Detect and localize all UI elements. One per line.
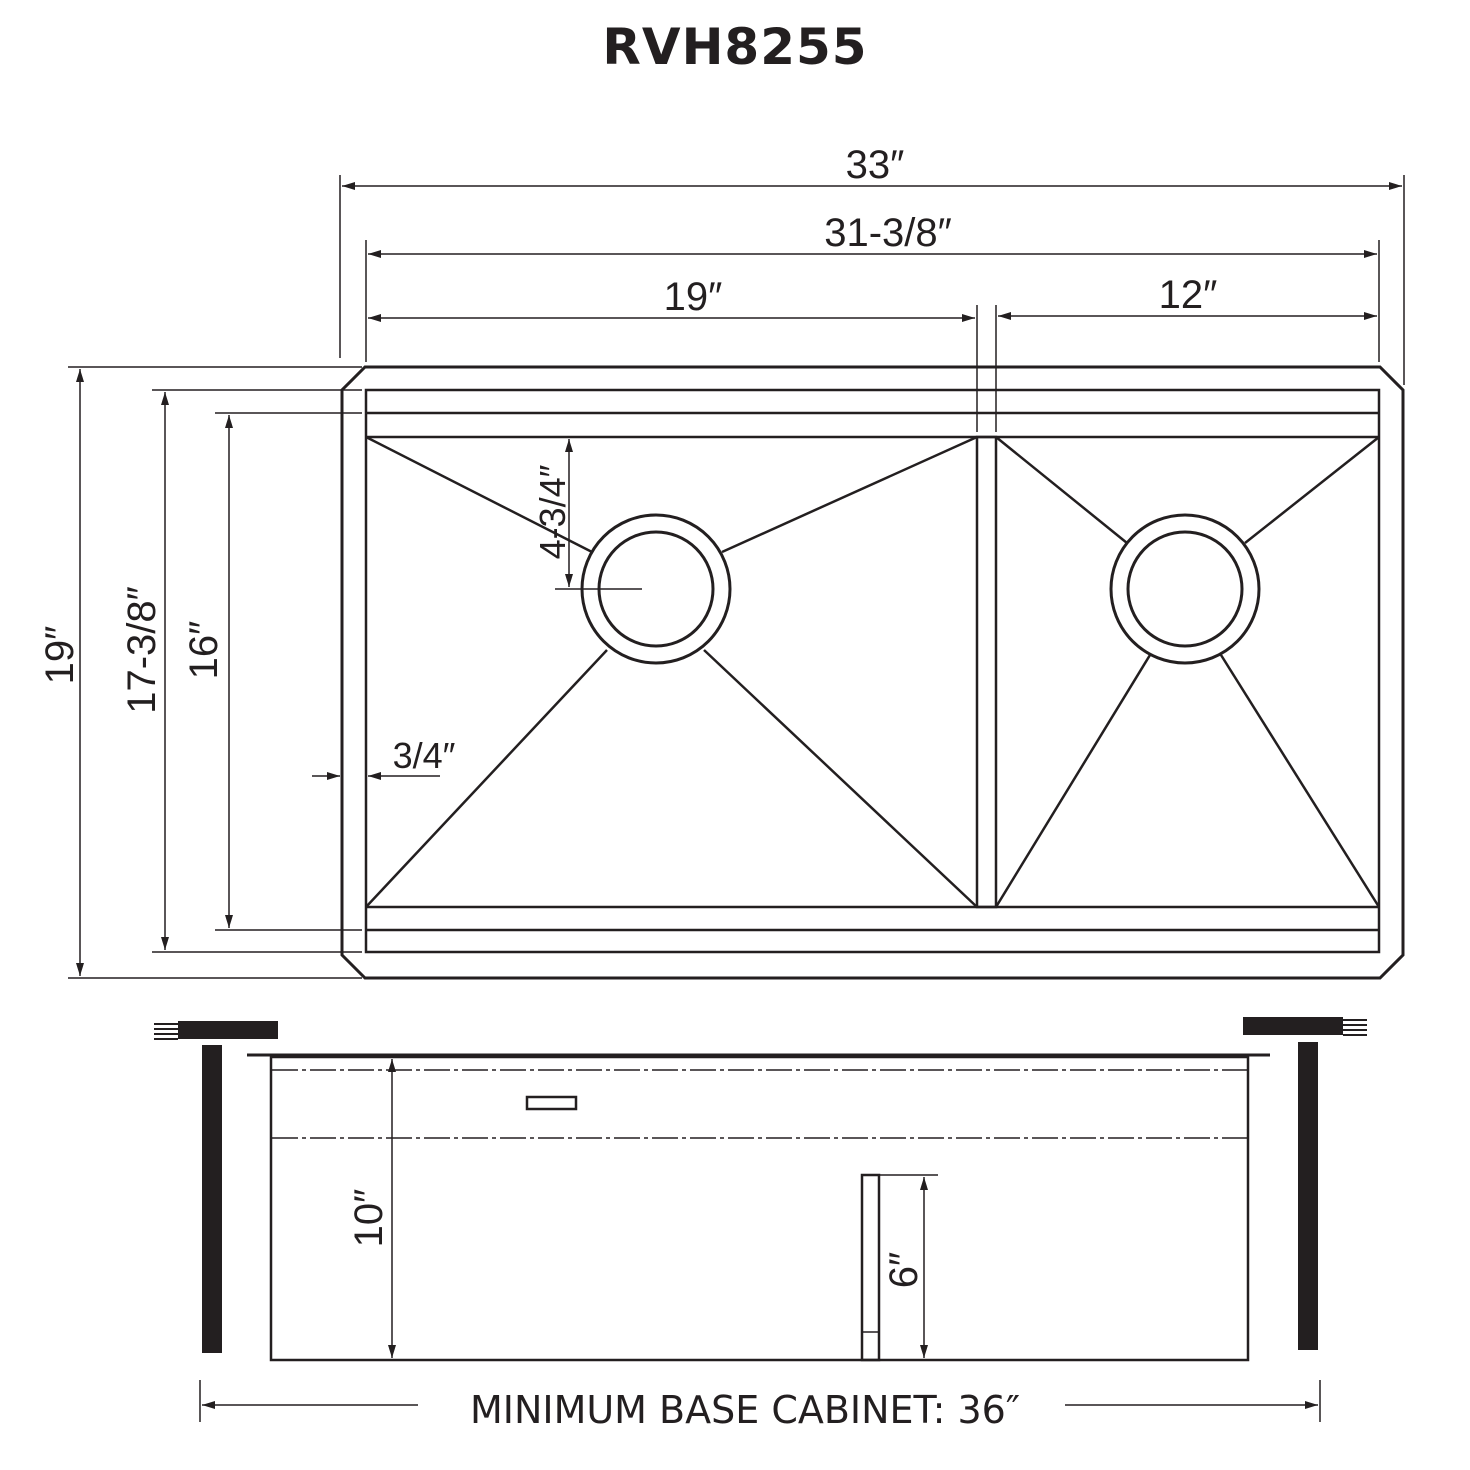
side-view: 10″ 6″ MINIMUM BASE CABINET: 36″: [154, 1017, 1367, 1432]
right-drain-outer: [1109, 513, 1261, 665]
dim-inner-depth: 17-3/8″: [120, 586, 164, 714]
right-slope-line: [994, 654, 1152, 908]
left-slope-line: [365, 435, 593, 554]
dim-divider-height: 6″: [882, 1252, 926, 1288]
top-view: 33″ 31-3/8″ 19″ 12″ 19″ 17-3/8″ 16″ 4-3/…: [38, 143, 1405, 980]
right-slope-line: [995, 436, 1128, 544]
sink-inner-rim: [364, 388, 1381, 954]
model-title: RVH8255: [602, 18, 868, 76]
sink-bowl-side: [269, 1055, 1250, 1362]
dim-bowl-height: 10″: [347, 1189, 391, 1248]
right-slope-line: [1219, 654, 1381, 908]
accessory-slot: [525, 1095, 578, 1111]
dim-left-bowl-width: 19″: [664, 275, 723, 319]
dim-rim-flange: 3/4″: [393, 735, 456, 776]
bowl-divider: [975, 435, 998, 909]
right-drain-inner: [1126, 530, 1244, 648]
dim-minimum-base-cabinet: MINIMUM BASE CABINET: 36″: [470, 1388, 1020, 1432]
low-divider: [860, 1173, 881, 1362]
cabinet-wall-right: [1298, 1042, 1318, 1350]
left-slope-line: [365, 649, 608, 908]
sink-outer-rim: [340, 365, 1405, 980]
cabinet-wall-left: [202, 1045, 222, 1353]
left-slope-line: [721, 435, 978, 554]
dim-overall-width: 33″: [846, 143, 905, 187]
dim-inner-width: 31-3/8″: [824, 211, 952, 255]
dim-overall-depth: 19″: [38, 626, 82, 685]
left-slope-line: [703, 649, 978, 908]
right-slope-line: [1244, 436, 1380, 544]
dim-drain-offset: 4-3/4″: [532, 464, 573, 559]
dim-bowl-depth: 16″: [182, 621, 226, 680]
countertop-right: [1243, 1017, 1343, 1035]
countertop-left: [178, 1021, 278, 1039]
dim-right-bowl-width: 12″: [1159, 273, 1218, 317]
